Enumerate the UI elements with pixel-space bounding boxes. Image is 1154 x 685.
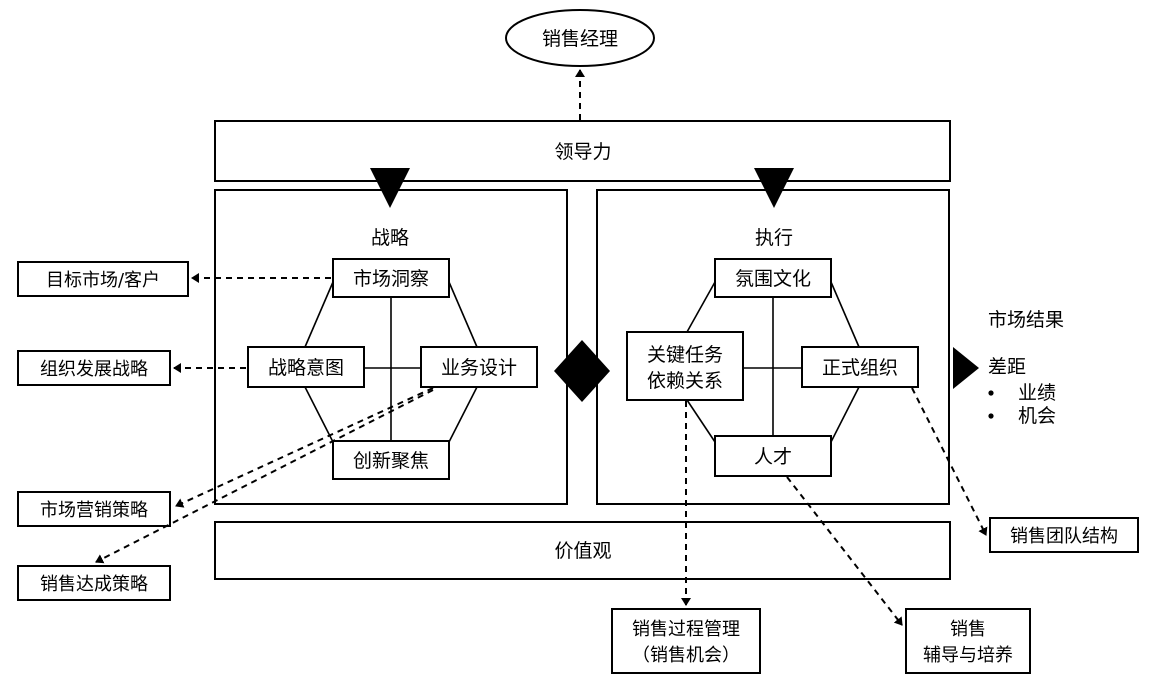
key-tasks-label-line2: 依赖关系 [647, 370, 723, 392]
execution-connectors [686, 281, 860, 443]
output-arrows [95, 273, 988, 626]
leadership-to-strategy-triangle [370, 168, 410, 208]
strategic-intent-label: 战略意图 [268, 357, 344, 379]
gap-bullet-icon [988, 390, 994, 396]
sales-process-label-line1: 销售过程管理 [632, 619, 740, 640]
gap-item-opportunity: 机会 [1018, 405, 1056, 427]
arrow-to-sales-strategy [95, 389, 434, 564]
gap-label: 差距 [988, 356, 1026, 378]
gap-item-performance: 业绩 [1018, 382, 1056, 404]
market-insight-label: 市场洞察 [353, 268, 429, 290]
sales-process-label-line2: （销售机会） [632, 645, 740, 666]
key-tasks-node: 关键任务 依赖关系 [626, 331, 744, 401]
market-results-label: 市场结果 [988, 309, 1064, 331]
strategy-title: 战略 [371, 227, 409, 249]
execution-title: 执行 [755, 227, 793, 249]
sales-manager-label: 销售经理 [542, 28, 618, 50]
market-insight-node: 市场洞察 [332, 258, 450, 298]
target-market-output: 目标市场/客户 [17, 261, 189, 297]
arrow-to-marketing-strategy [175, 387, 434, 508]
innovation-focus-label: 创新聚焦 [353, 450, 429, 472]
sales-strategy-output: 销售达成策略 [17, 565, 171, 601]
talent-node: 人才 [714, 435, 832, 477]
business-design-node: 业务设计 [420, 346, 538, 388]
leadership-band: 领导力 [214, 120, 951, 182]
sales-team-label: 销售团队结构 [1010, 526, 1118, 547]
sales-strategy-label: 销售达成策略 [40, 574, 148, 595]
key-tasks-label-line1: 关键任务 [647, 344, 723, 366]
org-strategy-output: 组织发展战略 [17, 350, 171, 386]
strategy-execution-diamond [554, 340, 610, 402]
sales-coaching-label-line2: 辅导与培养 [923, 645, 1013, 666]
gap-bullet-icon [988, 413, 994, 419]
sales-manager-node: 销售经理 [505, 9, 655, 67]
arrow-to-sales-team [911, 387, 988, 536]
climate-culture-node: 氛围文化 [714, 258, 832, 298]
leadership-label: 领导力 [554, 141, 611, 163]
marketing-strategy-output: 市场营销策略 [17, 491, 171, 527]
execution-to-results-triangle [953, 347, 979, 389]
talent-label: 人才 [754, 446, 792, 468]
sales-process-output: 销售过程管理 （销售机会） [611, 608, 761, 674]
strategic-intent-node: 战略意图 [247, 346, 365, 388]
marketing-strategy-label: 市场营销策略 [40, 500, 148, 521]
strategy-connectors [304, 281, 478, 443]
business-design-label: 业务设计 [441, 357, 517, 379]
leadership-to-execution-triangle [754, 168, 794, 208]
sales-coaching-label-line1: 销售 [950, 619, 986, 640]
sales-team-output: 销售团队结构 [989, 517, 1139, 553]
target-market-label: 目标市场/客户 [46, 270, 160, 291]
climate-culture-label: 氛围文化 [735, 268, 811, 290]
values-band: 价值观 [214, 521, 951, 580]
sales-coaching-output: 销售 辅导与培养 [905, 608, 1031, 674]
values-label: 价值观 [554, 540, 611, 562]
formal-org-label: 正式组织 [822, 357, 898, 379]
formal-org-node: 正式组织 [801, 346, 919, 388]
arrow-to-sales-coaching [786, 476, 903, 626]
org-strategy-label: 组织发展战略 [40, 359, 148, 380]
innovation-focus-node: 创新聚焦 [332, 440, 450, 480]
